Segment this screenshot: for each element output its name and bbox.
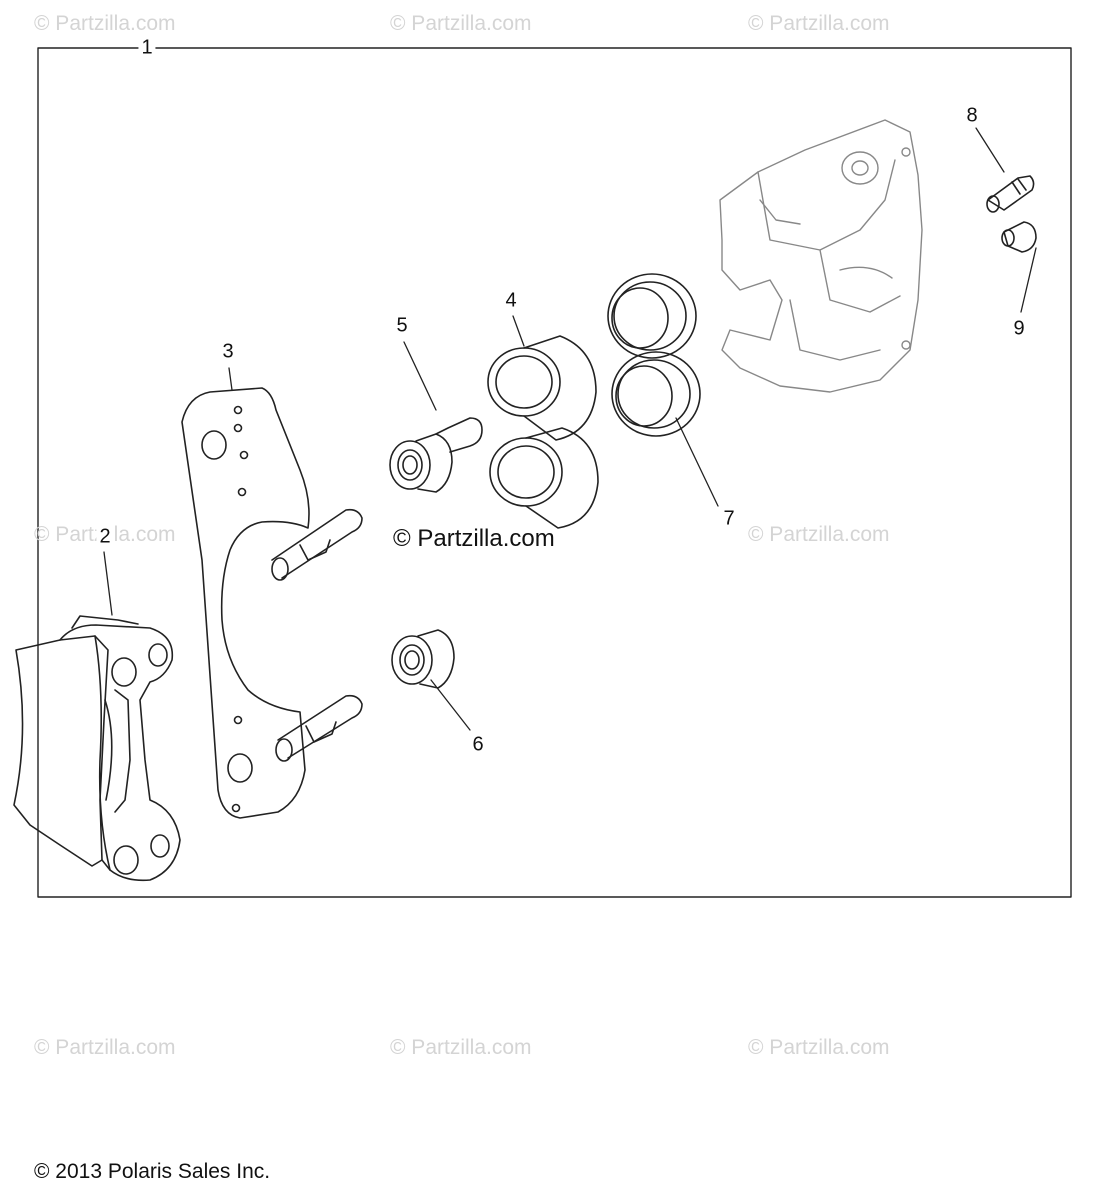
piston-seals (607, 273, 701, 437)
center-watermark: © Partzilla.com (393, 525, 555, 552)
leader-lines (103, 127, 1037, 731)
caliper-housing (719, 119, 923, 393)
callout-3: 3 (219, 340, 237, 364)
callout-9: 9 (1010, 317, 1028, 341)
watermark: © Partzilla.com (748, 523, 890, 546)
slide-pin-boot-lower (391, 629, 455, 689)
watermark: © Partzilla.com (34, 12, 176, 35)
slide-pin-boot (389, 417, 483, 493)
caliper-pistons (487, 335, 599, 529)
watermark: © Partzilla.com (34, 1036, 176, 1059)
kit-frame (37, 47, 1072, 898)
callout-2: 2 (96, 525, 114, 549)
callout-6: 6 (469, 733, 487, 757)
brake-pad-assembly (13, 615, 181, 882)
callout-1: 1 (138, 36, 156, 60)
watermark: © Partzilla.com (748, 12, 890, 35)
bleeder-screw (986, 175, 1035, 213)
callout-5: 5 (393, 314, 411, 338)
caliper-bracket (181, 387, 363, 819)
bleeder-cap (1001, 221, 1037, 253)
callout-4: 4 (502, 289, 520, 313)
callout-8: 8 (963, 104, 981, 128)
copyright-notice: © 2013 Polaris Sales Inc. (34, 1160, 271, 1183)
watermark: © Partzilla.com (748, 1036, 890, 1059)
watermark: © Partzilla.com (390, 1036, 532, 1059)
callout-7: 7 (720, 507, 738, 531)
watermark: © Partzilla.com (390, 12, 532, 35)
